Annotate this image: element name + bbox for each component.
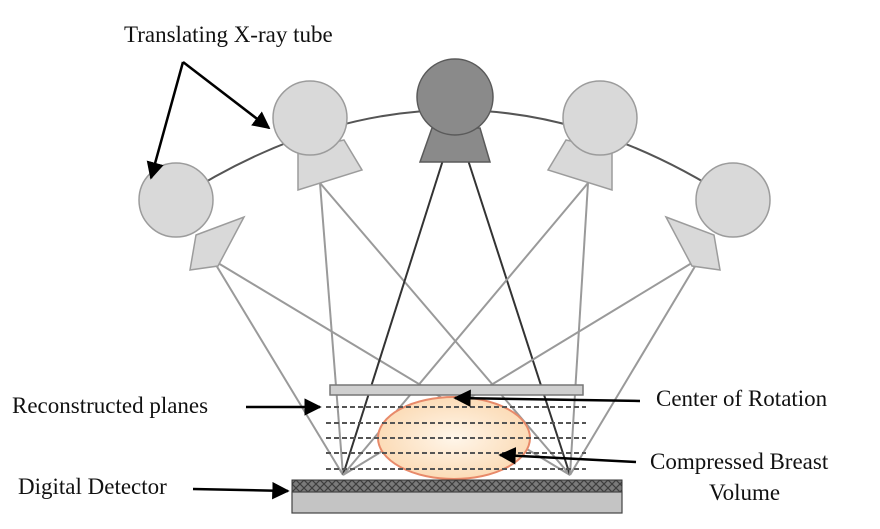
label-reconstructed-planes: Reconstructed planes: [12, 393, 208, 418]
label-volume: Volume: [709, 480, 780, 505]
label-digital-detector: Digital Detector: [18, 474, 167, 499]
xray-tube-left: [272, 80, 364, 192]
xray-tube-right: [546, 80, 638, 192]
label-translating-xray-tube: Translating X-ray tube: [124, 22, 333, 47]
xray-tube-far-left: [138, 162, 246, 271]
detector-base: [291, 491, 623, 514]
compression-paddle: [329, 384, 584, 396]
label-compressed-breast: Compressed Breast: [650, 449, 829, 474]
label-center-of-rotation: Center of Rotation: [656, 386, 828, 411]
reconstructed-planes: [326, 406, 586, 470]
annotation-arrows: [146, 61, 641, 500]
xray-tube-center: [416, 58, 494, 163]
digital-detector-plate: [291, 479, 623, 493]
xray-tube-far-right: [664, 162, 771, 271]
